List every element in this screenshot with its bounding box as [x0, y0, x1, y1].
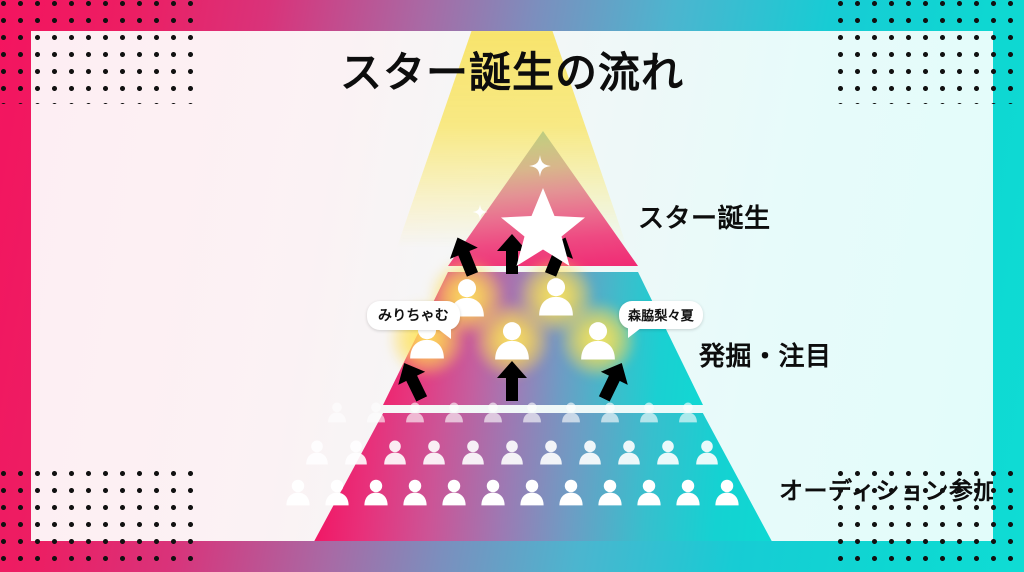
tier-audition	[310, 413, 776, 541]
person-icon	[558, 479, 584, 506]
person-icon	[579, 321, 617, 360]
person-icon	[405, 402, 425, 423]
person-icon	[675, 479, 701, 506]
callout-moriwaki: 森脇梨々夏	[619, 301, 704, 338]
person-icon	[422, 440, 447, 465]
person-icon	[678, 402, 698, 423]
person-icon	[444, 402, 464, 423]
person-icon	[461, 440, 486, 465]
stage-label-star: スター誕生	[638, 203, 771, 233]
person-icon	[597, 479, 623, 506]
up-arrow-icon	[444, 232, 487, 280]
person-icon	[522, 402, 542, 423]
person-icon	[578, 440, 603, 465]
person-icon	[402, 479, 428, 506]
content-panel: スター誕生の流れ みりちゃむ 森脇梨々夏 スター誕生 発掘・注目 オーディション…	[31, 31, 993, 541]
person-icon	[305, 440, 330, 465]
person-icon	[285, 479, 311, 506]
callout-miri: みりちゃむ	[367, 301, 460, 339]
person-icon	[519, 479, 545, 506]
person-icon	[480, 479, 506, 506]
corner-dots-bottom-right	[828, 468, 1024, 572]
page-title: スター誕生の流れ	[339, 49, 684, 96]
corner-dots-top-left	[0, 0, 196, 104]
sparkles-layer	[31, 31, 993, 541]
person-icon	[600, 402, 620, 423]
person-icon	[539, 440, 564, 465]
star-icon	[500, 186, 586, 268]
corner-dots-bottom-left	[0, 468, 196, 572]
person-icon	[483, 402, 503, 423]
up-arrow-icon	[391, 356, 435, 405]
stage-label-discovery: 発掘・注目	[699, 341, 832, 371]
person-icon	[617, 440, 642, 465]
person-icon	[324, 479, 350, 506]
person-icon	[537, 277, 575, 316]
person-icon	[636, 479, 662, 506]
up-arrow-icon	[497, 234, 527, 274]
person-icon	[383, 440, 408, 465]
person-icon	[441, 479, 467, 506]
person-icon	[714, 479, 740, 506]
person-icon	[561, 402, 581, 423]
up-arrow-icon	[497, 361, 527, 401]
corner-dots-top-right	[828, 0, 1024, 104]
sparkle-icon	[529, 155, 551, 177]
person-icon	[656, 440, 681, 465]
up-arrow-icon	[591, 356, 635, 405]
person-icon	[327, 402, 347, 423]
person-icon	[344, 440, 369, 465]
person-icon	[500, 440, 525, 465]
person-icon	[366, 402, 386, 423]
person-icon	[493, 321, 531, 360]
person-icon	[639, 402, 659, 423]
sparkle-icon	[472, 204, 488, 220]
person-icon	[695, 440, 720, 465]
person-icon	[363, 479, 389, 506]
